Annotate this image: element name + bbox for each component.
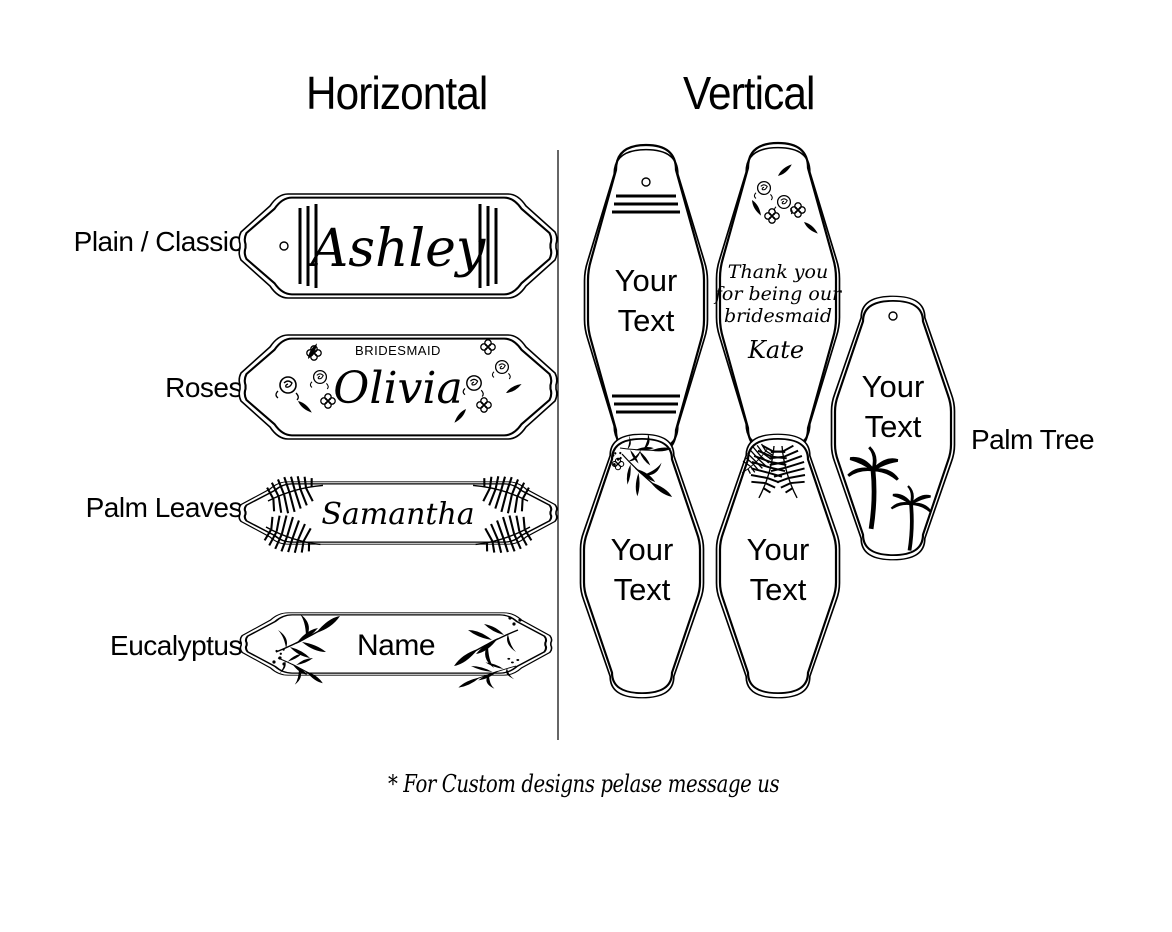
text-v-palm-tree-2: Text [865,409,922,444]
text-v-classic-1: Your [615,263,678,298]
label-palm-tree: Palm Tree [971,424,1095,455]
vertical-palm-tree [830,295,956,561]
text-olivia: Olivia [333,363,462,414]
vertical-heading: Vertical [683,67,815,119]
text-v-classic-2: Text [618,303,675,338]
horizontal-plain-classic [238,193,558,299]
text-v-roses-2: for being our [713,283,843,305]
horizontal-heading: Horizontal [306,67,488,119]
label-roses: Roses [165,372,242,403]
text-v-palm-tree-1: Your [862,369,925,404]
text-ashley: Ashley [307,219,486,279]
text-name: Name [357,629,435,662]
text-v-roses-3: bridesmaid [724,305,832,327]
custom-design-footnote: * For Custom designs pelase message us [388,770,780,798]
text-v-palm-leaves-2: Text [614,572,671,607]
label-eucalyptus: Eucalyptus [110,630,242,661]
text-v-eucalyptus-1: Your [747,532,810,567]
text-v-eucalyptus-2: Text [750,572,807,607]
text-v-palm-leaves-1: Your [611,532,674,567]
text-v-roses-name: Kate [747,336,804,364]
text-v-roses-1: Thank you [728,261,828,283]
label-plain-classic: Plain / Classic [73,226,243,257]
label-palm-leaves: Palm Leaves [85,492,243,523]
text-bridesmaid-small: BRIDESMAID [355,343,441,358]
text-samantha: Samantha [321,497,474,532]
vertical-classic [583,143,709,457]
